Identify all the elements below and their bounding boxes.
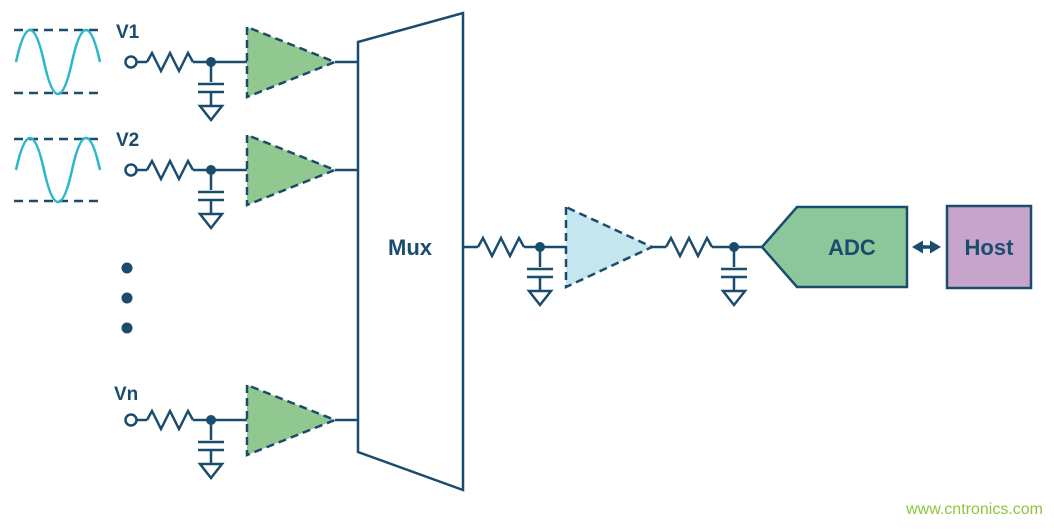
input-channel-n: Vn <box>114 383 358 480</box>
adc-host-bus <box>912 240 941 254</box>
series-resistor <box>145 409 195 431</box>
channel-2-label: V2 <box>116 130 139 151</box>
filter-capacitor-and-ground-icon <box>196 60 226 122</box>
arrow-right-icon <box>930 240 941 254</box>
ellipsis-dot <box>121 322 133 334</box>
series-resistor <box>145 159 195 181</box>
more-channels-ellipsis <box>121 262 133 334</box>
adc-block: ADC <box>760 205 909 289</box>
ellipsis-dot <box>121 262 133 274</box>
mux-block: Mux <box>356 11 465 492</box>
sine-wave-icon <box>14 28 102 96</box>
host-block: Host <box>945 204 1033 290</box>
buffer-amplifier <box>245 383 337 457</box>
input-channel-1: V1 <box>14 22 358 122</box>
sine-wave-icon <box>14 136 102 204</box>
channel-n-label: Vn <box>114 384 138 405</box>
watermark-text: www.cntronics.com <box>905 501 1043 518</box>
adc-label: ADC <box>828 235 876 260</box>
channel-1-label: V1 <box>116 22 140 43</box>
filter-capacitor-and-ground-icon <box>525 245 555 307</box>
series-resistor <box>664 236 714 258</box>
mux-output-chain <box>463 205 762 307</box>
filter-capacitor-and-ground-icon <box>196 418 226 480</box>
adc-driver-amplifier <box>564 205 654 289</box>
host-shape <box>945 204 1033 290</box>
filter-capacitor-and-ground-icon <box>196 168 226 230</box>
input-terminal <box>124 55 138 69</box>
input-channel-2: V2 <box>14 130 358 230</box>
host-label: Host <box>965 235 1015 260</box>
mux-shape <box>356 11 465 492</box>
buffer-amplifier <box>245 133 337 207</box>
input-terminal <box>124 413 138 427</box>
filter-capacitor-and-ground-icon <box>719 245 749 307</box>
series-resistor <box>476 236 526 258</box>
ellipsis-dot <box>121 292 133 304</box>
series-resistor <box>145 51 195 73</box>
input-terminal <box>124 163 138 177</box>
arrow-left-icon <box>912 240 923 254</box>
buffer-amplifier <box>245 25 337 99</box>
adc-shape <box>760 205 909 289</box>
mux-label: Mux <box>388 235 433 260</box>
